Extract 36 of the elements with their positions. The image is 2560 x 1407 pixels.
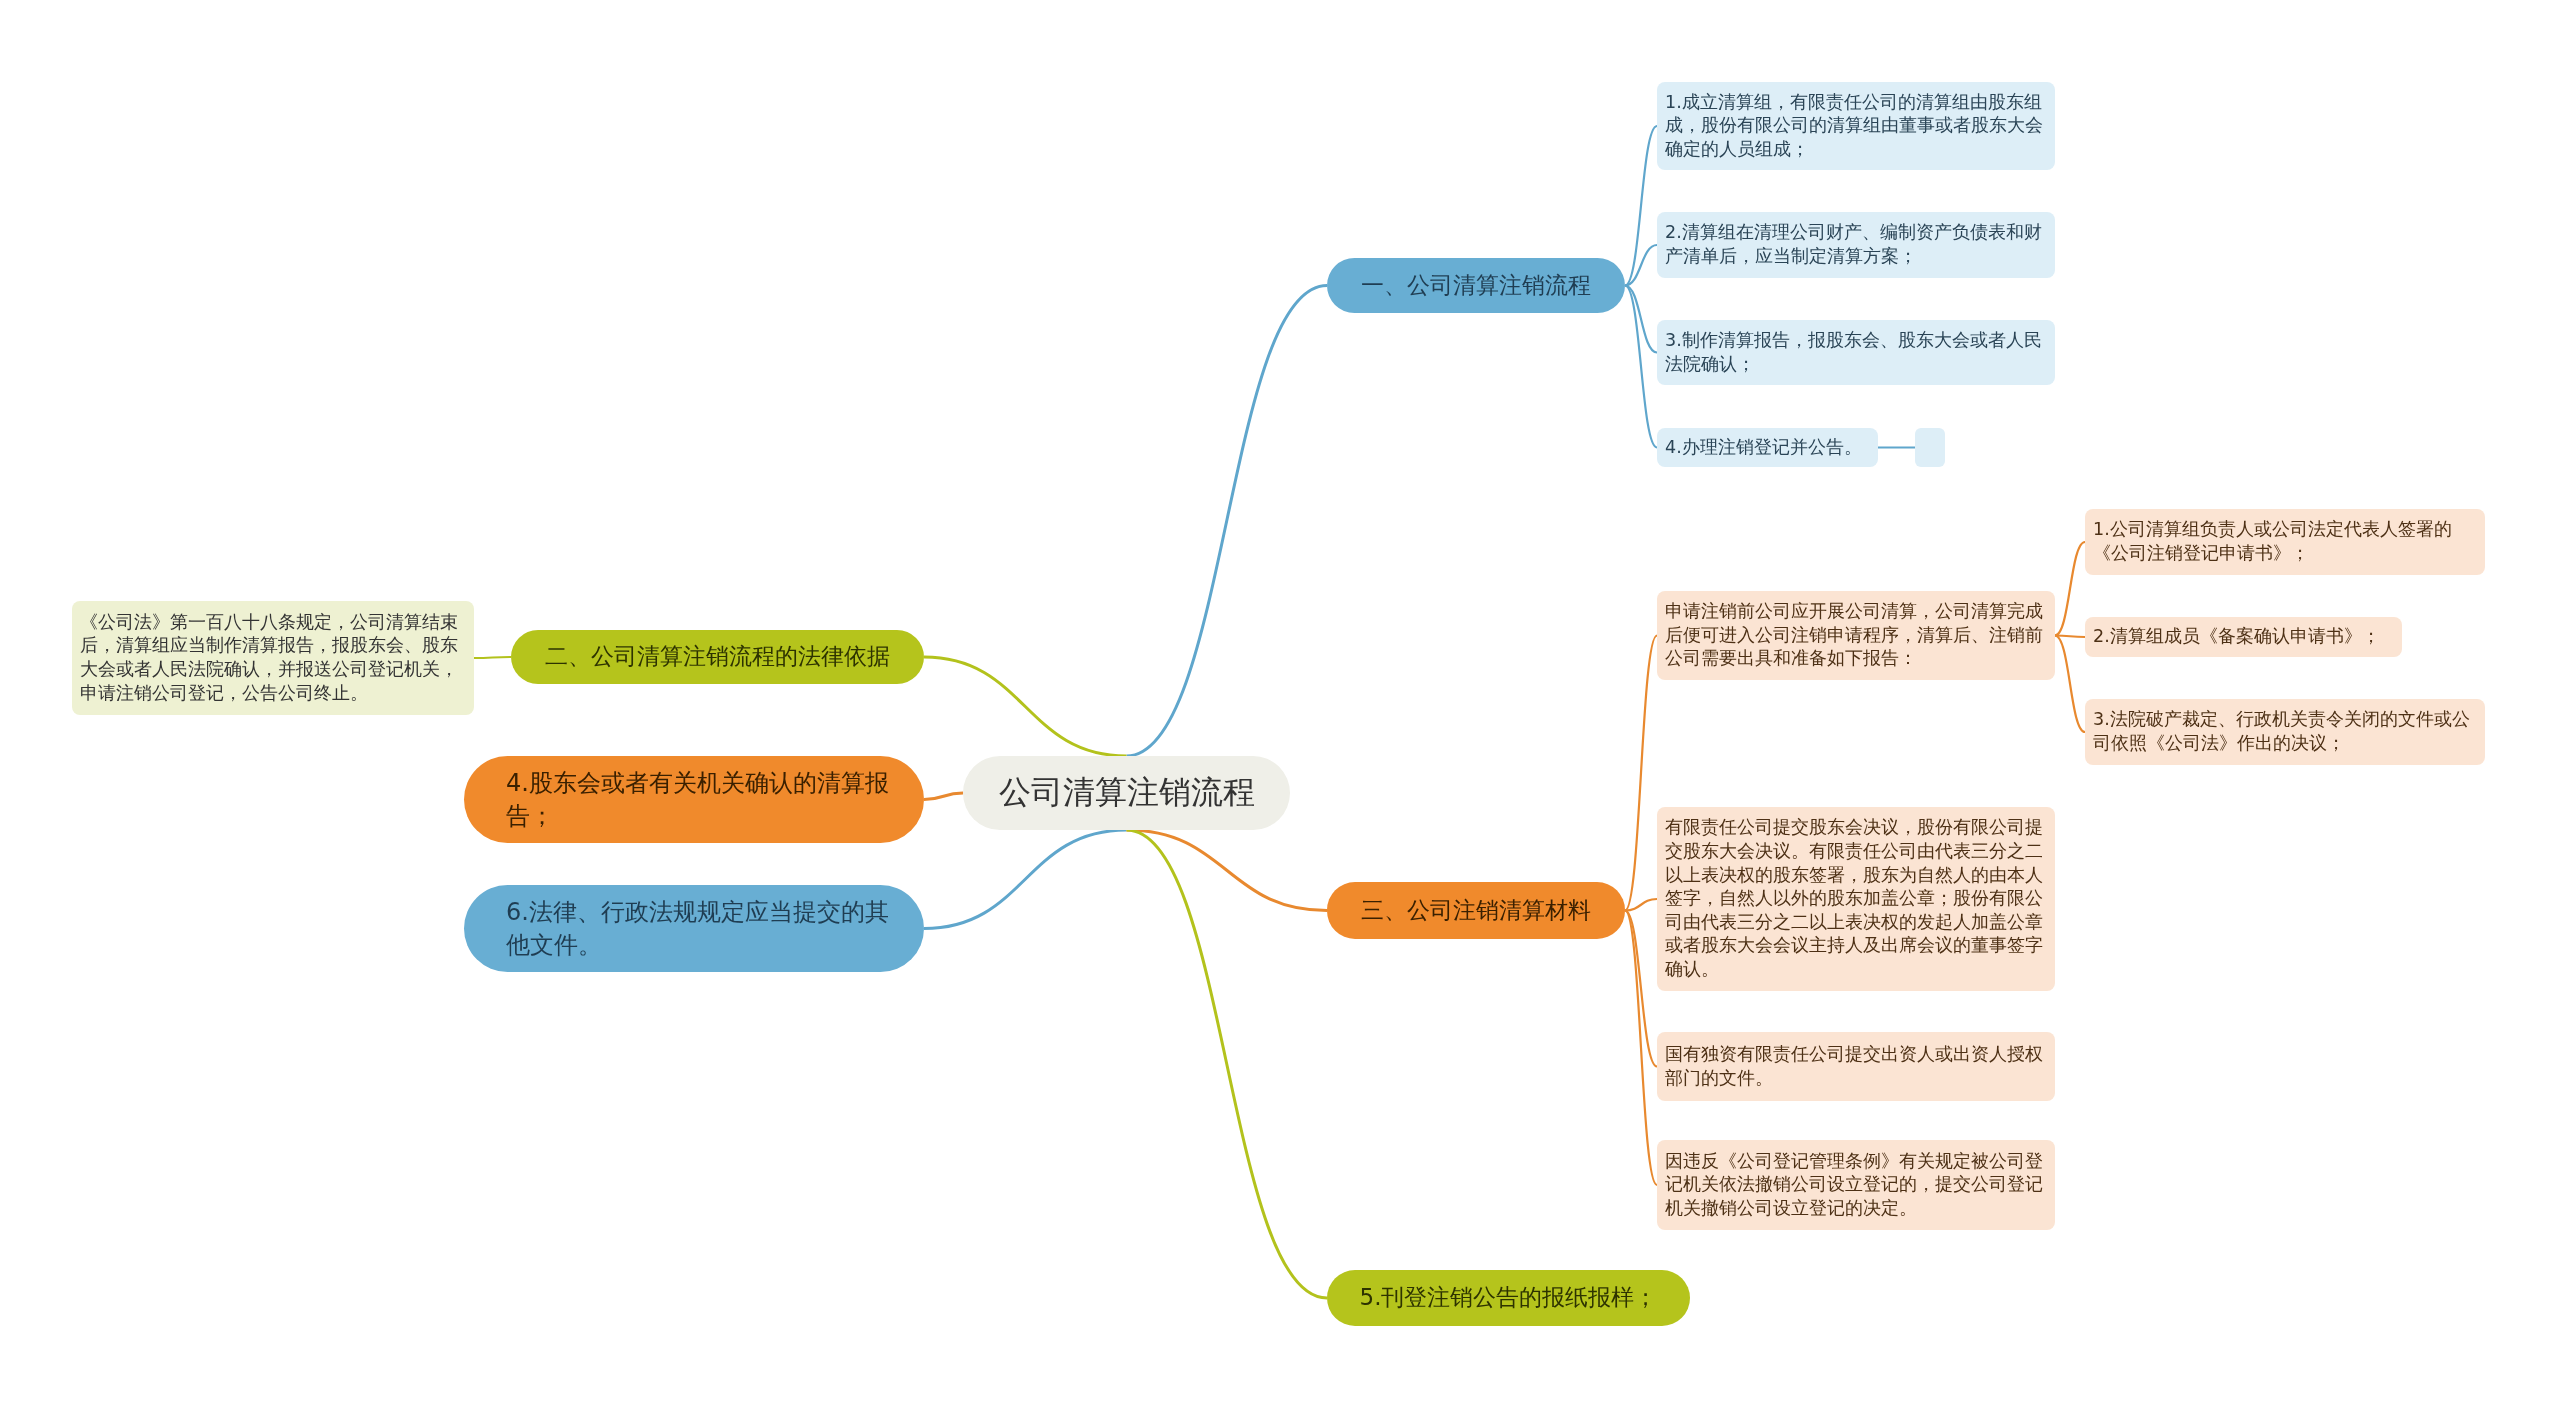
central-topic: 公司清算注销流程 <box>963 756 1290 830</box>
connector-line <box>1624 909 1658 1186</box>
note-card: 1.公司清算组负责人或公司法定代表人签署的《公司注销登记申请书》； <box>2085 509 2485 575</box>
connector-line <box>923 791 964 801</box>
connector-line <box>923 655 1127 758</box>
connector-line <box>2054 541 2086 637</box>
connector-line <box>1878 446 1915 449</box>
connector-line <box>1125 284 1328 758</box>
branch-topic: 6.法律、行政法规规定应当提交的其他文件。 <box>464 885 924 972</box>
branch-topic: 一、公司清算注销流程 <box>1327 258 1625 313</box>
note-card: 《公司法》第一百八十八条规定，公司清算结束后，清算组应当制作清算报告，报股东会、股东大会或者人民法院确认，并报送公司登记机关，申请注销公司登记，公告公司终止。 <box>72 601 474 715</box>
note-card: 2.清算组成员《备案确认申请书》； <box>2085 617 2402 657</box>
connector-line <box>1624 125 1658 287</box>
connector-line <box>1125 828 1328 1300</box>
note-card: 3.法院破产裁定、行政机关责令关闭的文件或公司依照《公司法》作出的决议； <box>2085 699 2485 765</box>
branch-topic: 三、公司注销清算材料 <box>1327 882 1625 939</box>
branch-topic: 4.股东会或者有关机关确认的清算报告； <box>464 756 924 843</box>
note-card: 国有独资有限责任公司提交出资人或出资人授权部门的文件。 <box>1657 1032 2055 1101</box>
connector-line <box>1624 284 1658 449</box>
connector-line <box>1624 897 1658 912</box>
connector-line <box>1624 634 1658 912</box>
note-card: 因违反《公司登记管理条例》有关规定被公司登记机关依法撤销公司设立登记的，提交公司登记机关撤销公司设立登记的决定。 <box>1657 1140 2055 1230</box>
connector-line <box>923 828 1127 930</box>
note-card: 3.制作清算报告，报股东会、股东大会或者人民法院确认； <box>1657 320 2055 385</box>
branch-topic: 二、公司清算注销流程的法律依据 <box>511 630 924 684</box>
empty-box <box>1915 428 1945 467</box>
connector-line <box>2054 634 2086 733</box>
connector-line <box>474 655 511 660</box>
note-card: 4.办理注销登记并公告。 <box>1657 428 1878 467</box>
note-card: 申请注销前公司应开展公司清算，公司清算完成后便可进入公司注销申请程序，清算后、注销前公司需要出具和准备如下报告： <box>1657 591 2055 680</box>
note-card: 1.成立清算组，有限责任公司的清算组由股东组成，股份有限公司的清算组由董事或者股东大会确定的人员组成； <box>1657 82 2055 170</box>
connector-line <box>2055 634 2085 639</box>
branch-topic: 5.刊登注销公告的报纸报样； <box>1327 1270 1690 1326</box>
note-card: 有限责任公司提交股东会决议，股份有限公司提交股东大会决议。有限责任公司由代表三分之二以上表决权的股东签署，股东为自然人的由本人签字，自然人以外的股东加盖公章；股份有限公司由代表三分之二以上表决权的发起人加盖公章或者股东大会会议主持人及出席会议的董事签字确认。 <box>1657 807 2055 991</box>
note-card: 2.清算组在清理公司财产、编制资产负债表和财产清单后，应当制定清算方案； <box>1657 212 2055 278</box>
connector-line <box>1624 243 1658 287</box>
